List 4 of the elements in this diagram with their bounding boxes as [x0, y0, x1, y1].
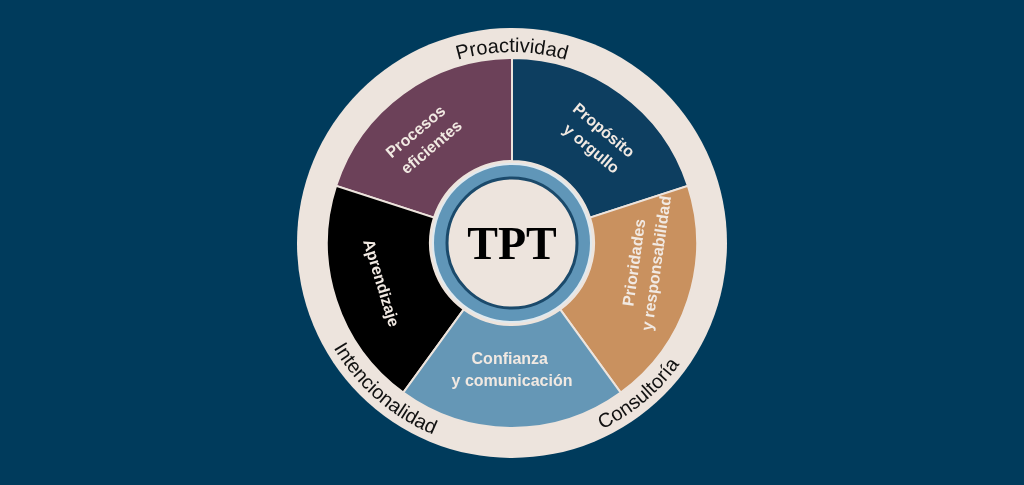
segment-label: Prioridades y responsabilidad: [619, 194, 674, 332]
segment-label: Confianza y comunicación: [451, 350, 573, 389]
ring-label: Proactividad: [453, 34, 571, 64]
center-label: TPT: [467, 218, 557, 269]
